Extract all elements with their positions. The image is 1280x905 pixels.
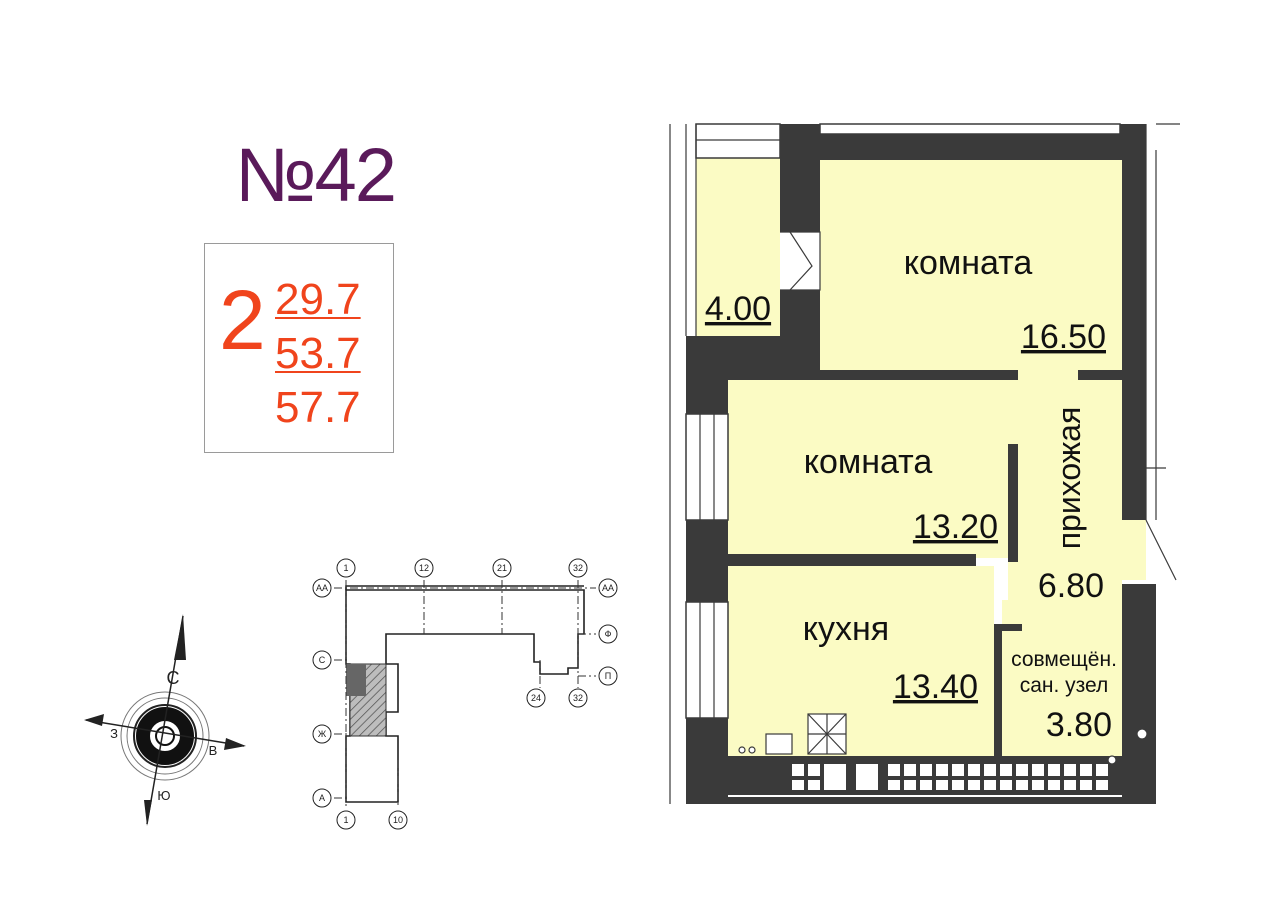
axis-top-32: 32 <box>573 563 583 573</box>
kitchen-fixtures <box>738 713 1148 765</box>
row-left-s: С <box>319 655 326 665</box>
kitchen-area: 13.40 <box>893 668 978 706</box>
living-area: 29.7 <box>275 275 361 324</box>
row-right-f: Ф <box>605 629 612 639</box>
compass-south-label: Ю <box>157 788 170 803</box>
room2-area: 13.20 <box>913 508 998 546</box>
axis-bottom-32: 32 <box>573 693 583 703</box>
axis-bottom-1: 1 <box>343 815 348 825</box>
row-right-aa: АА <box>602 583 614 593</box>
axis-bottom-24: 24 <box>531 693 541 703</box>
area-with-balcony: 57.7 <box>275 383 361 432</box>
room1-area: 16.50 <box>1021 318 1106 356</box>
total-area: 53.7 <box>275 329 361 378</box>
key-plan <box>312 558 618 830</box>
room1-floor <box>820 160 1122 370</box>
area-summary-box: 2 29.7 53.7 57.7 <box>204 243 394 453</box>
row-left-a: А <box>319 793 325 803</box>
floor-plan: комната 16.50 комната 13.20 прихожая 6.8… <box>669 123 1180 804</box>
hall-name: прихожая <box>1051 407 1087 550</box>
axis-top-21: 21 <box>497 563 507 573</box>
bathroom-name-line2: сан. узел <box>1020 674 1109 697</box>
hall-floor <box>1008 370 1122 600</box>
compass-east-label: В <box>209 743 218 758</box>
room1-name: комната <box>904 244 1033 282</box>
row-right-p: П <box>605 671 611 681</box>
kitchen-name: кухня <box>803 610 889 648</box>
compass: С Ю З В <box>84 614 246 826</box>
hall-area: 6.80 <box>1038 567 1104 605</box>
kitchen-floor <box>728 566 994 756</box>
row-left-zh: Ж <box>318 729 327 739</box>
row-left-aa: АА <box>316 583 328 593</box>
windows <box>685 123 1121 719</box>
rooms-count: 2 <box>219 273 266 367</box>
apartment-number: №42 <box>235 133 397 218</box>
axis-top-1: 1 <box>343 563 348 573</box>
key-plan-labels: 1 12 21 32 1 10 24 32 АА С Ж А АА Ф П <box>316 563 614 825</box>
axis-top-12: 12 <box>419 563 429 573</box>
vent-blocks <box>792 764 1108 790</box>
bathroom-name-line1: совмещён. <box>1011 648 1117 671</box>
room2-name: комната <box>804 443 933 481</box>
bathroom-area: 3.80 <box>1046 706 1112 744</box>
compass-north-label: С <box>167 668 180 688</box>
compass-west-label: З <box>110 726 118 741</box>
axis-bottom-10: 10 <box>393 815 403 825</box>
balcony-floor <box>696 158 780 336</box>
balcony-area: 4.00 <box>705 290 771 328</box>
room2-floor <box>728 380 1008 558</box>
